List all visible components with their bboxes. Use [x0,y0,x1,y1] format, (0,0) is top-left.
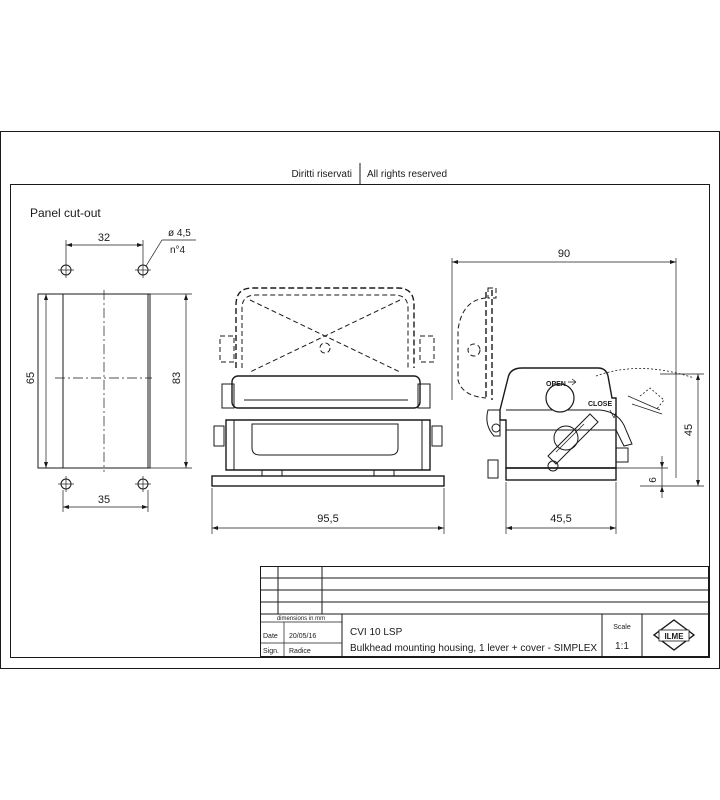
scale-value: 1:1 [615,641,629,652]
dim-label-83: 83 [171,372,183,384]
drawing-frame [10,184,710,658]
scale-label: Scale [613,624,631,631]
hole-leader [145,239,163,267]
date-label: Date [263,633,278,640]
ilme-logo: ILME [652,619,696,651]
lever-cross-b [249,299,401,373]
dim-label-95-5: 95,5 [317,513,338,525]
product-code: CVI 10 LSP [350,627,403,638]
mounting-flange [211,475,445,487]
front-view: 95,5 [211,287,445,534]
side-base [505,467,617,481]
label-close: CLOSE [588,401,612,408]
product-description: Bulkhead mounting housing, 1 lever + cov… [350,643,597,654]
panel-cutout-title: Panel cut-out [30,206,101,220]
housing-body [225,419,431,471]
rights-italian: Diritti riservati [291,169,352,180]
panel-outer-outline [37,293,151,469]
dim-label-65: 65 [25,372,37,384]
rights-english: All rights reserved [367,169,447,180]
dimensions-note: dimensions in mm [277,616,325,622]
lever-closed [231,375,421,409]
sign-label: Sign. [263,648,279,655]
dim-label-32: 32 [98,232,110,244]
date-value: 20/05/16 [289,633,316,640]
lever-pivot [545,383,575,413]
panel-cutout-view: Panel cut-out 32 [25,206,196,512]
dim-label-6: 6 [648,477,659,483]
label-open: OPEN [546,381,566,388]
dim-label-35: 35 [98,494,110,506]
dim-label-hole-diameter: ø 4,5 [168,228,191,239]
dim-label-90: 90 [558,248,570,260]
logo-text: ILME [664,632,684,641]
cover-open-outline [485,290,493,400]
panel-opening [62,293,149,469]
dim-label-hole-count: n°4 [170,245,186,256]
mounting-holes [58,262,151,492]
dim-label-45-5: 45,5 [550,513,571,525]
sign-value: Radice [289,648,311,655]
lever-open-outline [235,287,415,368]
dim-label-45: 45 [683,424,695,436]
lever-arm [547,413,599,465]
title-block: dimensions in mm Date 20/05/16 Sign. Rad… [260,566,709,657]
side-view: OPEN CLOSE 90 45 6 [451,248,704,534]
